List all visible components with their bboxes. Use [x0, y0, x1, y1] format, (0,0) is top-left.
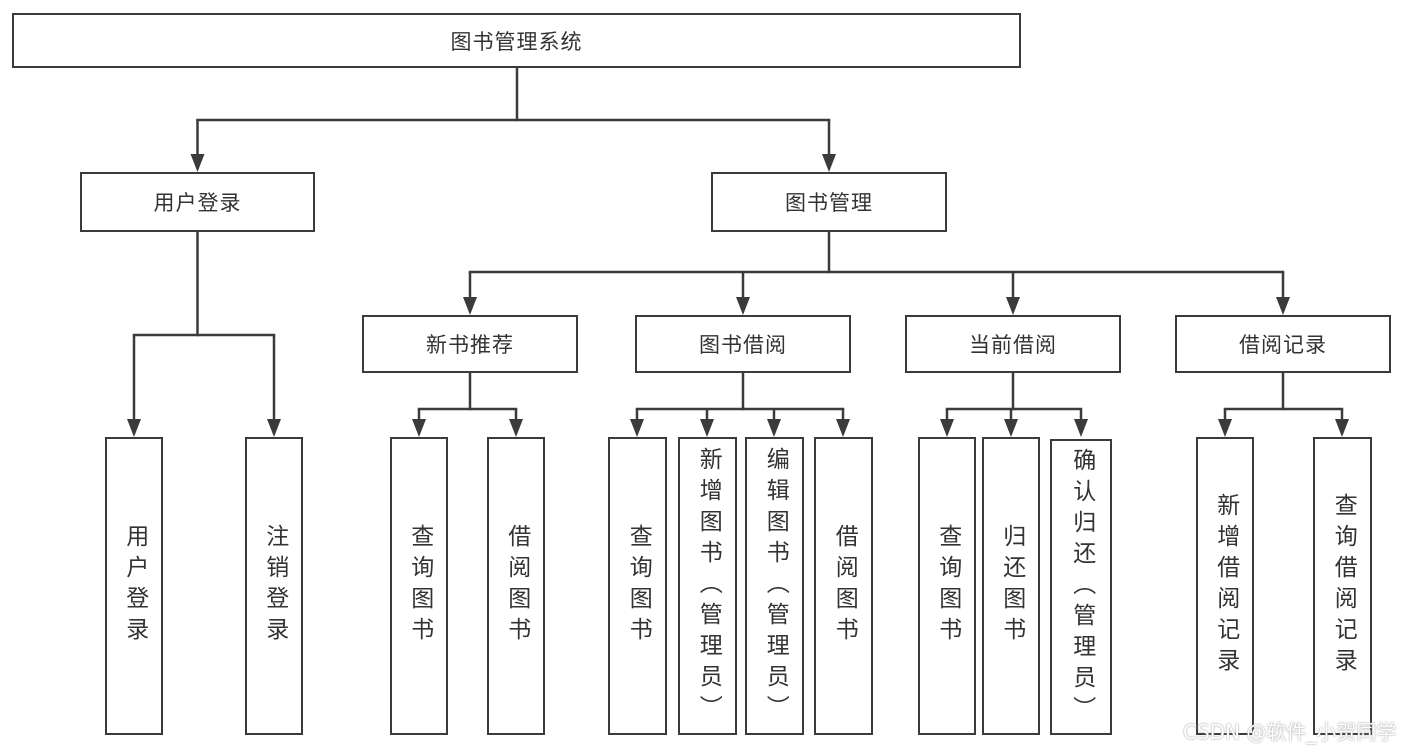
leaf-add-books-admin-label: 新增图书（管理员） — [695, 446, 722, 726]
node-new-book-recommend: 新书推荐 — [362, 315, 578, 373]
leaf-add-borrow-record: 新增借阅记录 — [1196, 437, 1254, 735]
leaf-logout-login-label: 注销登录 — [261, 524, 288, 648]
leaf-current-query-books: 查询图书 — [918, 437, 976, 735]
node-current-borrow-label: 当前借阅 — [969, 333, 1057, 357]
node-user-login-label: 用户登录 — [153, 191, 242, 215]
node-book-borrow-label: 图书借阅 — [699, 333, 787, 357]
node-book-management: 图书管理 — [711, 172, 947, 232]
node-borrow-records: 借阅记录 — [1175, 315, 1391, 373]
node-new-book-recommend-label: 新书推荐 — [426, 333, 514, 357]
leaf-recommend-borrow-books-label: 借阅图书 — [503, 524, 530, 648]
leaf-edit-books-admin: 编辑图书（管理员） — [745, 437, 804, 735]
node-book-management-label: 图书管理 — [785, 191, 873, 215]
leaf-borrow-query-books: 查询图书 — [608, 437, 667, 735]
leaf-query-borrow-record: 查询借阅记录 — [1313, 437, 1372, 735]
node-root-system: 图书管理系统 — [12, 13, 1021, 68]
leaf-user-login: 用户登录 — [105, 437, 163, 735]
leaf-confirm-return-admin-label: 确认归还（管理员） — [1068, 447, 1095, 727]
leaf-recommend-borrow-books: 借阅图书 — [487, 437, 545, 735]
node-user-login: 用户登录 — [80, 172, 315, 232]
leaf-return-books: 归还图书 — [982, 437, 1040, 735]
leaf-add-borrow-record-label: 新增借阅记录 — [1212, 493, 1239, 679]
node-book-borrow: 图书借阅 — [635, 315, 851, 373]
node-borrow-records-label: 借阅记录 — [1239, 333, 1327, 357]
leaf-borrow-query-books-label: 查询图书 — [625, 524, 652, 648]
leaf-borrow-borrow-books: 借阅图书 — [814, 437, 873, 735]
node-root-system-label: 图书管理系统 — [450, 29, 583, 54]
leaf-edit-books-admin-label: 编辑图书（管理员） — [762, 446, 789, 726]
leaf-user-login-label: 用户登录 — [121, 524, 148, 648]
leaf-return-books-label: 归还图书 — [998, 524, 1025, 648]
leaf-confirm-return-admin: 确认归还（管理员） — [1050, 439, 1112, 735]
leaf-add-books-admin: 新增图书（管理员） — [678, 437, 737, 735]
leaf-recommend-query-books-label: 查询图书 — [406, 524, 433, 648]
leaf-logout-login: 注销登录 — [245, 437, 303, 735]
leaf-query-borrow-record-label: 查询借阅记录 — [1330, 493, 1357, 679]
node-current-borrow: 当前借阅 — [905, 315, 1121, 373]
csdn-watermark: CSDN @软件_小贺同学 — [1183, 720, 1397, 744]
leaf-recommend-query-books: 查询图书 — [390, 437, 448, 735]
leaf-current-query-books-label: 查询图书 — [934, 524, 961, 648]
leaf-borrow-borrow-books-label: 借阅图书 — [831, 524, 858, 648]
